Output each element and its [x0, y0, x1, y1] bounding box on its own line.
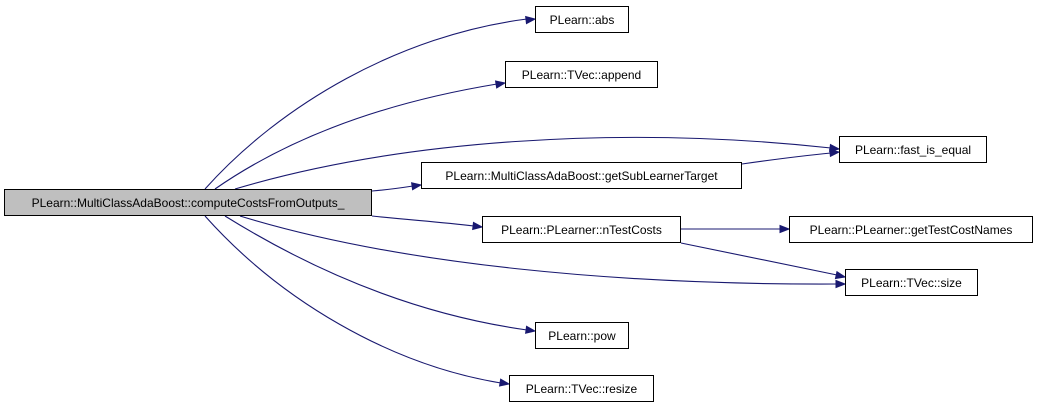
node-tvec-resize[interactable]: PLearn::TVec::resize	[509, 375, 654, 402]
arrowhead-getTestCostNames	[779, 224, 791, 234]
node-abs[interactable]: PLearn::abs	[535, 6, 629, 33]
edge-root-to-size	[239, 215, 838, 285]
node-tvec-append[interactable]: PLearn::TVec::append	[505, 61, 658, 88]
edge-root-to-nTestCosts	[371, 215, 475, 227]
arrowhead-abs	[525, 15, 537, 25]
edge-root-to-abs	[204, 18, 528, 190]
edge-root-to-resize	[204, 215, 502, 384]
edge-nTestCosts-to-size	[680, 242, 838, 276]
node-getTestCostNames[interactable]: PLearn::PLearner::getTestCostNames	[789, 216, 1033, 243]
node-getSubLearnerTarget[interactable]: PLearn::MultiClassAdaBoost::getSubLearne…	[421, 162, 742, 189]
arrowhead-fast_is_equal	[829, 148, 841, 158]
call-edges	[204, 15, 847, 387]
arrowhead-size	[835, 279, 847, 289]
edge-getSubLearnerTarget-to-fast_is_equal	[741, 152, 832, 165]
edge-root-to-fast_is_equal	[234, 136, 832, 190]
edge-root-to-pow	[224, 215, 528, 331]
node-computeCostsFromOutputs: PLearn::MultiClassAdaBoost::computeCosts…	[4, 189, 372, 216]
edge-root-to-getSubLearnerTarget	[371, 185, 414, 192]
node-fast-is-equal[interactable]: PLearn::fast_is_equal	[839, 136, 987, 163]
node-tvec-size[interactable]: PLearn::TVec::size	[845, 269, 978, 296]
node-pow[interactable]: PLearn::pow	[535, 322, 629, 349]
edge-root-to-append	[214, 83, 498, 190]
node-nTestCosts[interactable]: PLearn::PLearner::nTestCosts	[482, 216, 681, 243]
arrowhead-nTestCosts	[472, 221, 484, 231]
edge-stub-abs	[525, 18, 528, 21]
arrowhead-resize	[498, 378, 511, 387]
